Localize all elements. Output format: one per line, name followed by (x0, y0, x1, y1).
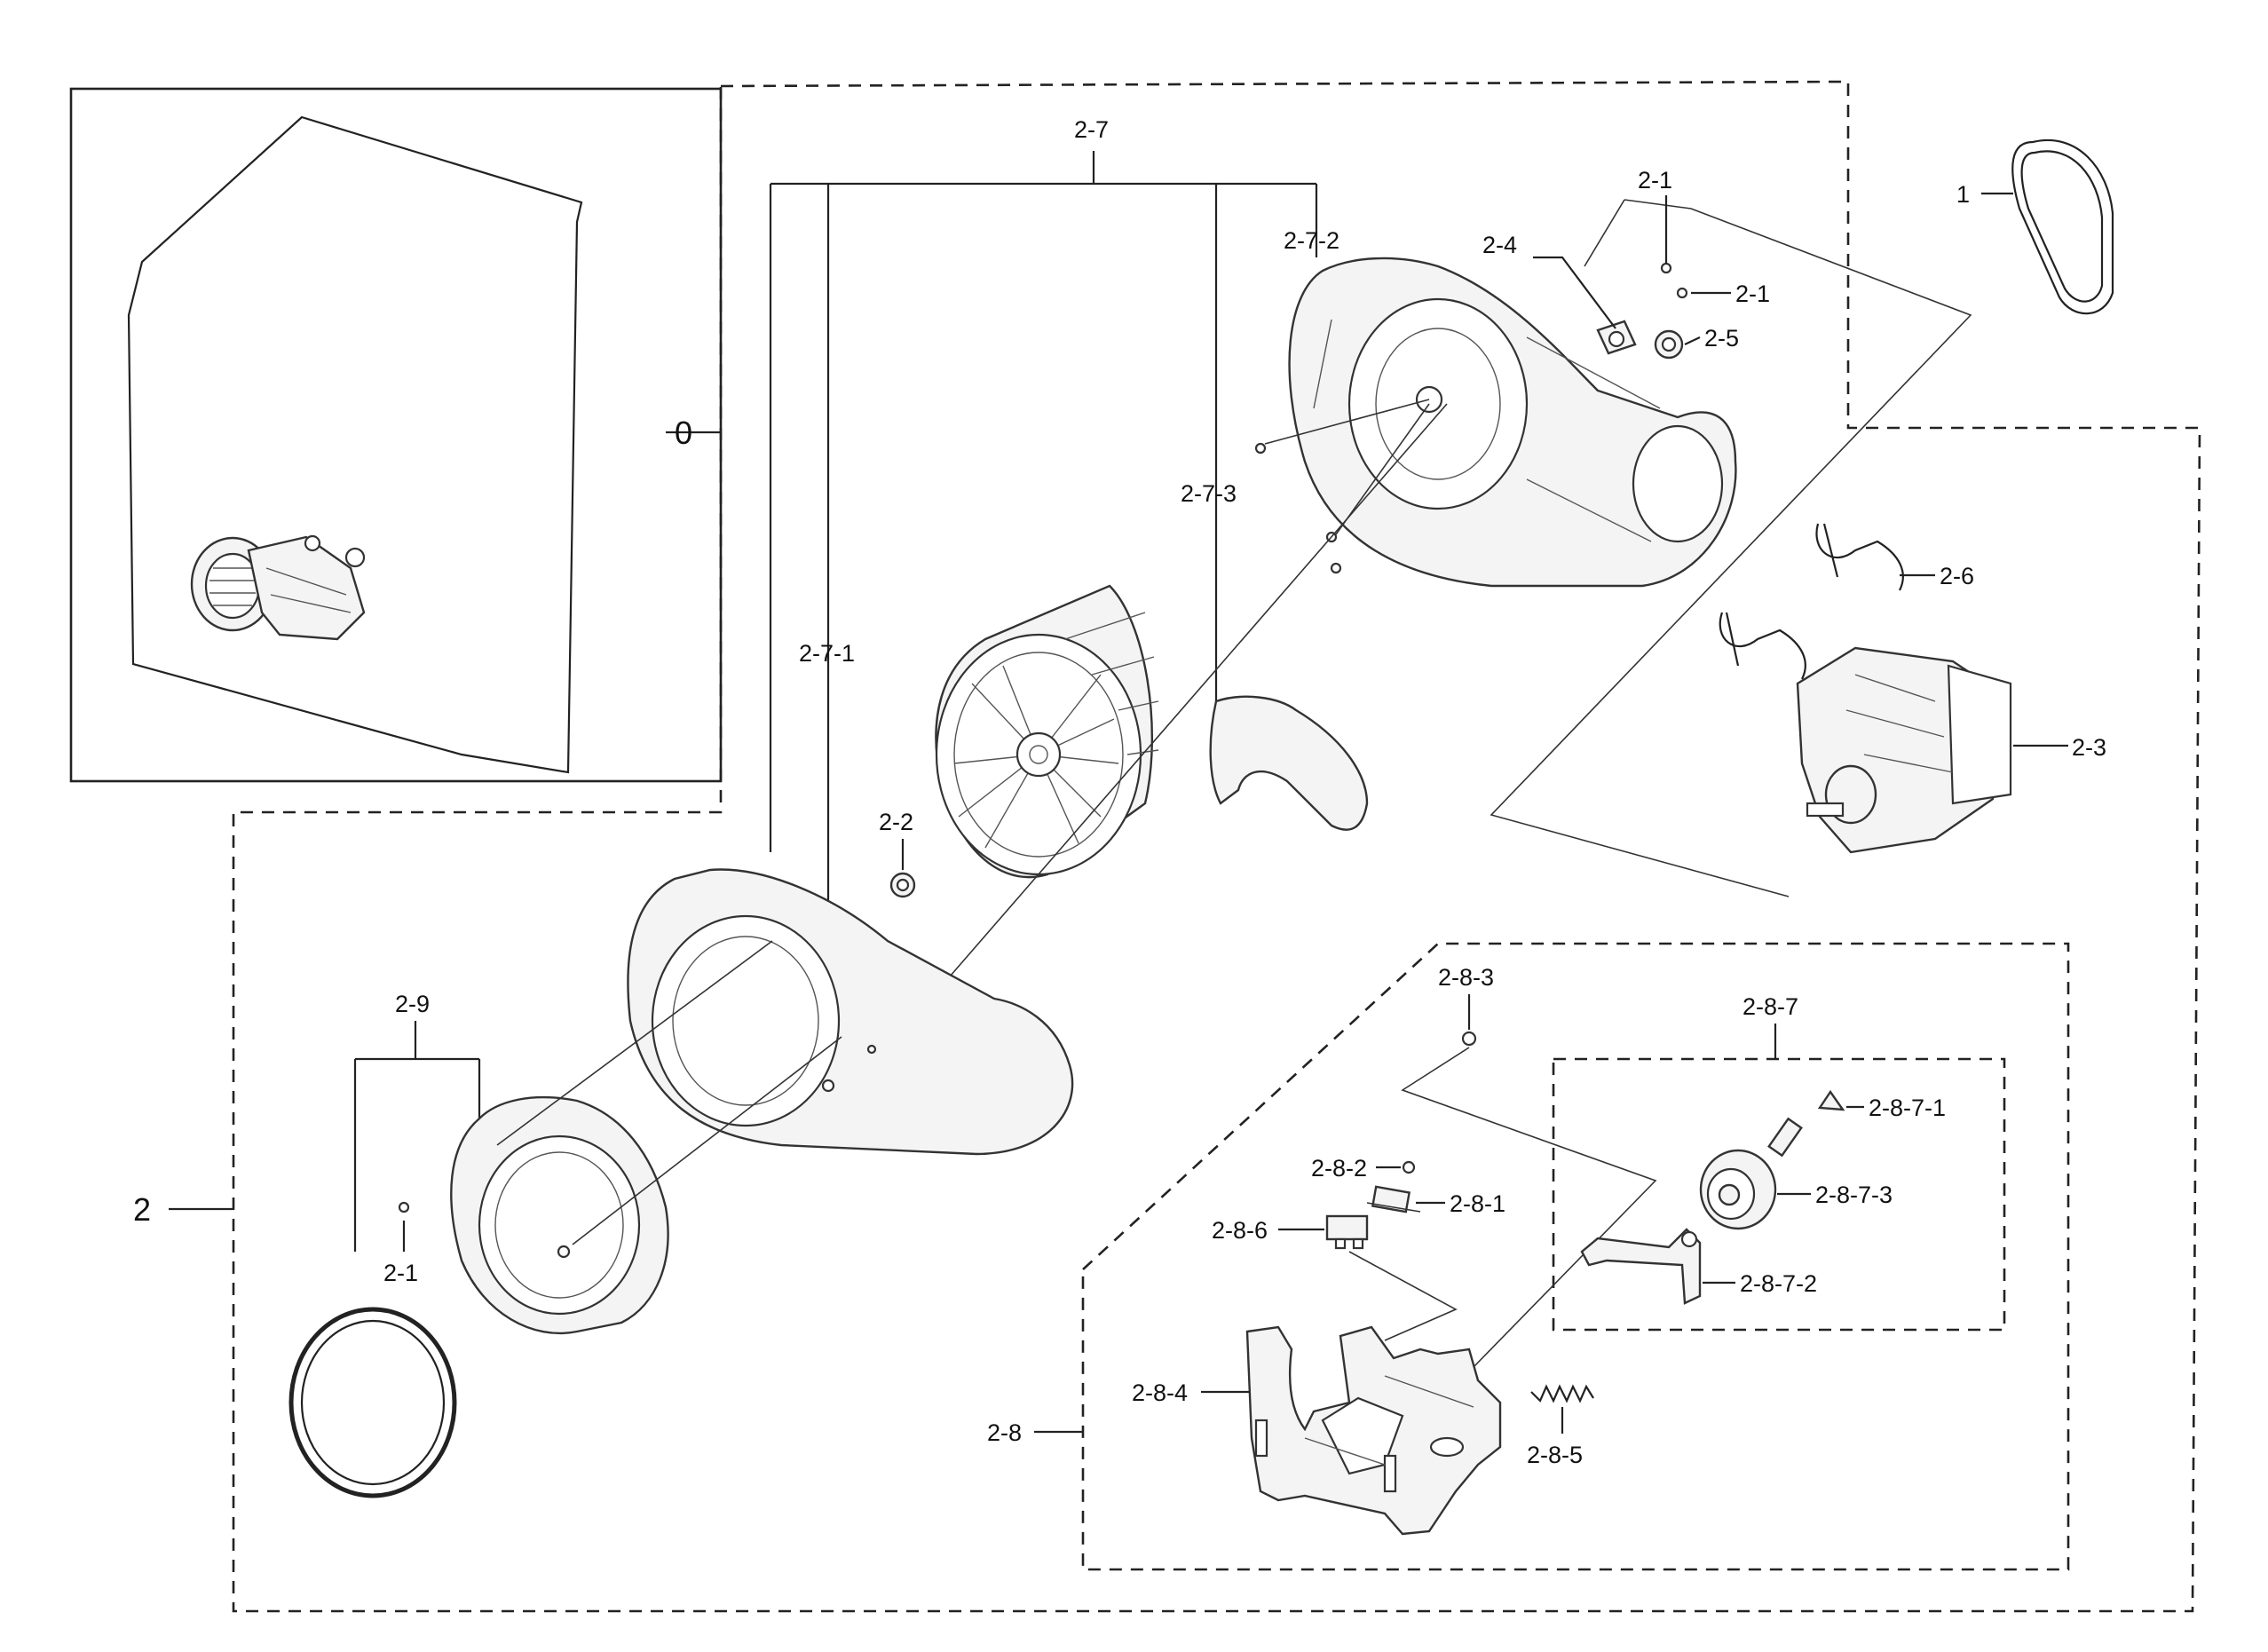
motor-plane (1490, 199, 1972, 897)
label-2-3: 2-3 (2072, 734, 2106, 761)
blower-housing-rear (1288, 257, 1737, 588)
label-2-8-7: 2-8-7 (1742, 993, 1798, 1020)
label-2-8-2: 2-8-2 (1311, 1155, 1367, 1182)
label-2-8-3: 2-8-3 (1438, 964, 1494, 991)
screw-2-1-b (1676, 287, 1688, 299)
label-1: 1 (1956, 181, 1970, 208)
label-2-9: 2-9 (395, 991, 430, 1017)
leader-2-4 (1533, 256, 1616, 329)
overview-frame (69, 87, 723, 783)
thermistor-2-5 (1654, 329, 1684, 360)
label-2-2: 2-2 (879, 809, 913, 835)
label-2-1b: 2-1 (1735, 281, 1770, 307)
bracket-2-7 (769, 151, 1318, 1087)
screw-2-8-3 (1461, 1031, 1477, 1047)
bracket-2-9 (353, 1021, 481, 1252)
duct-seal-gasket (288, 1307, 457, 1498)
label-2-8-1: 2-8-1 (1450, 1190, 1505, 1217)
screw-2-8-2 (1402, 1160, 1416, 1174)
dryer-cabinet-outline (127, 115, 583, 774)
label-2-7: 2-7 (1074, 116, 1109, 143)
label-2-8-6: 2-8-6 (1212, 1217, 1268, 1244)
label-0: 0 (675, 415, 692, 451)
idler-arm-2-8-7-2 (1580, 1228, 1702, 1305)
label-2-8: 2-8 (987, 1419, 1022, 1446)
label-2-7-1: 2-7-1 (799, 640, 855, 667)
idler-mount-line (1401, 1047, 1657, 1368)
drive-motor-2-3 (1796, 646, 2012, 854)
shaft-axis-line (949, 403, 1448, 977)
drive-belt (2011, 139, 2114, 315)
label-2-8-5: 2-8-5 (1527, 1442, 1583, 1468)
motor-clamps-2-6 (1719, 523, 1904, 680)
idler-pulley-2-8-7-3 (1699, 1149, 1777, 1230)
duct-2-9 (450, 1095, 669, 1335)
leader-2-5 (1684, 336, 1701, 345)
assembly-2-boundary (232, 80, 2201, 1613)
baffle-2-7-3 (1209, 695, 1369, 831)
label-2-8-7-3: 2-8-7-3 (1815, 1182, 1893, 1208)
overview-panel (69, 87, 723, 783)
spring-2-8-5 (1530, 1384, 1594, 1403)
duct-axis-line-b (572, 1036, 842, 1245)
label-2-1a: 2-1 (1638, 167, 1672, 194)
nut-2-2 (889, 872, 916, 898)
screw-2-1-a (1660, 262, 1672, 274)
label-2-4: 2-4 (1482, 232, 1517, 258)
rear-housing-screws (1254, 399, 1430, 574)
label-2-8-7-2: 2-8-7-2 (1740, 1270, 1817, 1297)
connector-2-8-6 (1325, 1214, 1369, 1250)
connector-mount-line (1348, 1251, 1458, 1341)
idler-shaft (1767, 1117, 1803, 1158)
assembly-2-8-7-boundary (1552, 1057, 2006, 1332)
idler-cap-2-8-7-1 (1817, 1089, 1845, 1111)
assembly-2-8-boundary (1081, 942, 2070, 1571)
overview-blower-thumbnail (190, 534, 366, 641)
label-2-6: 2-6 (1940, 563, 1974, 589)
label-2-7-3: 2-7-3 (1181, 480, 1237, 507)
screw-2-1-c (398, 1201, 410, 1213)
duct-axis-line-a (496, 940, 773, 1146)
sensor-bracket-2-4 (1596, 320, 1637, 355)
blower-impeller (935, 584, 1159, 879)
idler-frame-2-8-4 (1245, 1325, 1502, 1536)
label-2-8-7-1: 2-8-7-1 (1869, 1095, 1946, 1121)
switch-2-8-1 (1366, 1185, 1421, 1213)
label-2-1c: 2-1 (383, 1260, 418, 1286)
label-2: 2 (133, 1191, 151, 1228)
label-2-8-4: 2-8-4 (1132, 1379, 1188, 1406)
label-2-5: 2-5 (1704, 325, 1739, 352)
blower-housing-front (627, 868, 1074, 1156)
label-2-7-2: 2-7-2 (1284, 227, 1339, 254)
